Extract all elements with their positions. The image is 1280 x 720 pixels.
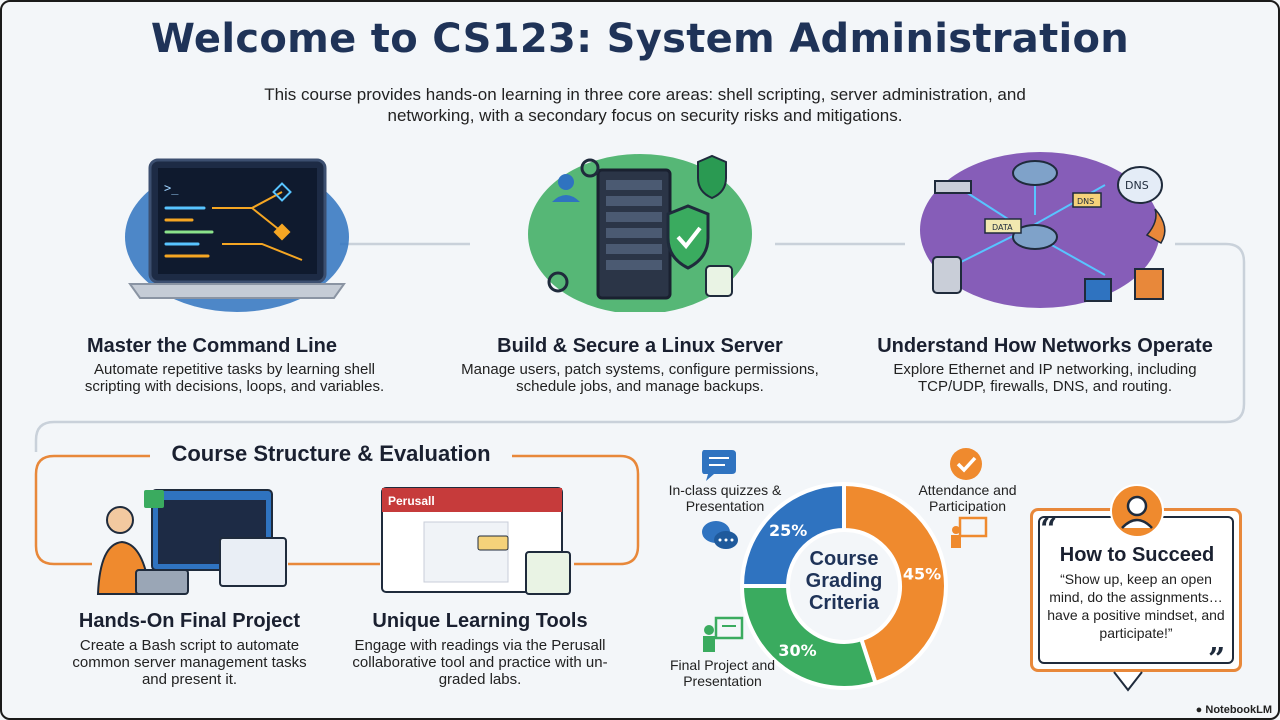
how-to-succeed-title: How to Succeed: [1059, 544, 1215, 566]
laptop-code-illustration: >_: [125, 158, 349, 312]
final-project-desc: Create a Bash script to automate common …: [72, 637, 307, 688]
how-to-succeed-quote: “Show up, keep an open mind, do the assi…: [1047, 571, 1225, 641]
notebooklm-brand: ● NotebookLM: [1196, 704, 1272, 716]
open-quote-icon: “: [1040, 512, 1058, 547]
grade-label-final-project: Final Project and Presentation: [669, 657, 776, 689]
donut-slice-1: [739, 584, 879, 690]
structure-section-title: Course Structure & Evaluation: [150, 441, 512, 467]
learning-tools-title: Unique Learning Tools: [372, 610, 588, 632]
grading-donut-chart: 45% 30% 25%: [739, 481, 948, 690]
donut-pct-label-2: 25%: [769, 521, 807, 540]
brand-label: NotebookLM: [1205, 704, 1272, 716]
person-avatar-icon: [1110, 484, 1164, 538]
donut-slice-0: [842, 481, 948, 686]
presenter-icon: [951, 516, 988, 548]
core-area-desc-linux-server: Manage users, patch systems, configure p…: [461, 361, 819, 395]
close-quote-icon: ”: [1208, 642, 1226, 677]
final-project-illustration: [96, 489, 287, 595]
speech-bubbles-icon: [702, 521, 738, 549]
donut-slice-2: [739, 481, 846, 588]
final-project-title: Hands-On Final Project: [78, 610, 301, 632]
brand-icon: ●: [1195, 704, 1203, 716]
dns-cloud-label: DNS: [1125, 179, 1149, 192]
grade-label-attendance: Attendance and Participation: [918, 482, 1017, 514]
speech-tail: [1113, 671, 1143, 692]
data-tag-label: DATA: [992, 223, 1013, 232]
page-subtitle: This course provides hands-on learning i…: [264, 85, 1026, 125]
perusall-brand: Perusall: [388, 494, 435, 508]
teaching-icon: [703, 616, 744, 652]
checkmark-icon: [950, 448, 982, 480]
core-area-title-networks: Understand How Networks Operate: [877, 335, 1213, 357]
donut-pct-label-0: 45%: [903, 565, 941, 584]
chat-icon: [702, 450, 736, 481]
page-title: Welcome to CS123: System Administration: [150, 16, 1130, 62]
core-area-title-linux-server: Build & Secure a Linux Server: [497, 335, 783, 357]
donut-center-title: Course Grading Criteria: [805, 548, 883, 614]
core-area-desc-command-line: Automate repetitive tasks by learning sh…: [84, 361, 385, 395]
core-area-desc-networks: Explore Ethernet and IP networking, incl…: [893, 361, 1197, 395]
grade-label-quizzes: In-class quizzes & Presentation: [668, 482, 782, 514]
network-diagram-illustration: DATA DNS DNS: [920, 152, 1166, 308]
svg-text:>_: >_: [164, 181, 179, 195]
learning-tools-desc: Engage with readings via the Perusall co…: [352, 637, 608, 688]
dns-tag-label: DNS: [1077, 197, 1094, 206]
server-shield-illustration: [528, 154, 752, 312]
core-area-title-command-line: Master the Command Line: [86, 335, 338, 357]
perusall-illustration: Perusall: [381, 487, 571, 595]
donut-pct-label-1: 30%: [778, 641, 816, 660]
